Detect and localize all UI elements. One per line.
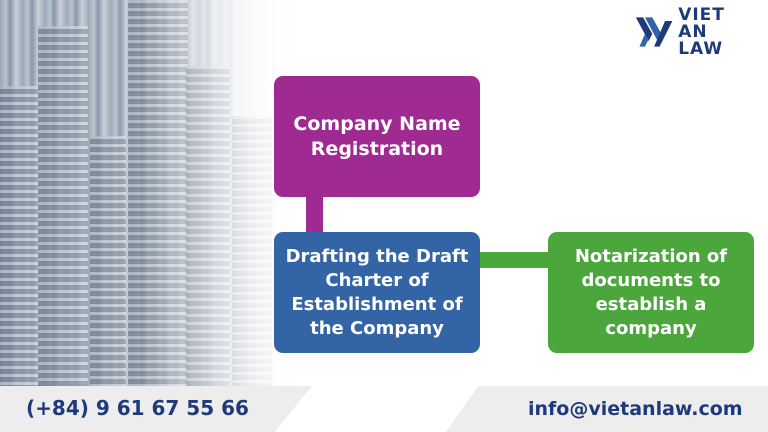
node-drafting-charter: Drafting the Draft Charter of Establishm…	[274, 232, 480, 353]
logo-text-line1: VIET AN	[678, 7, 754, 41]
node-label-line: the Company	[286, 317, 469, 341]
connector-name-to-charter	[306, 197, 323, 232]
vietan-law-logo: VIET AN LAW	[634, 12, 754, 52]
node-label-line: Company Name	[293, 112, 460, 137]
node-label-line: company	[575, 317, 727, 341]
node-label-line: establish a	[575, 293, 727, 317]
city-skyline-image	[0, 0, 320, 386]
logo-text-line2: LAW	[678, 41, 754, 58]
node-notarization: Notarization of documents to establish a…	[548, 232, 754, 353]
node-label-line: Establishment of	[286, 293, 469, 317]
contact-email[interactable]: info@vietanlaw.com	[528, 398, 743, 420]
node-company-name-registration: Company Name Registration	[274, 76, 480, 197]
contact-phone[interactable]: (+84) 9 61 67 55 66	[26, 396, 249, 420]
vietan-logo-icon	[634, 12, 674, 52]
node-label-line: Charter of	[286, 269, 469, 293]
node-label-line: Drafting the Draft	[286, 245, 469, 269]
node-label-line: Registration	[293, 137, 460, 162]
connector-charter-to-notary	[480, 252, 548, 268]
node-label-line: documents to	[575, 269, 727, 293]
node-label-line: Notarization of	[575, 245, 727, 269]
